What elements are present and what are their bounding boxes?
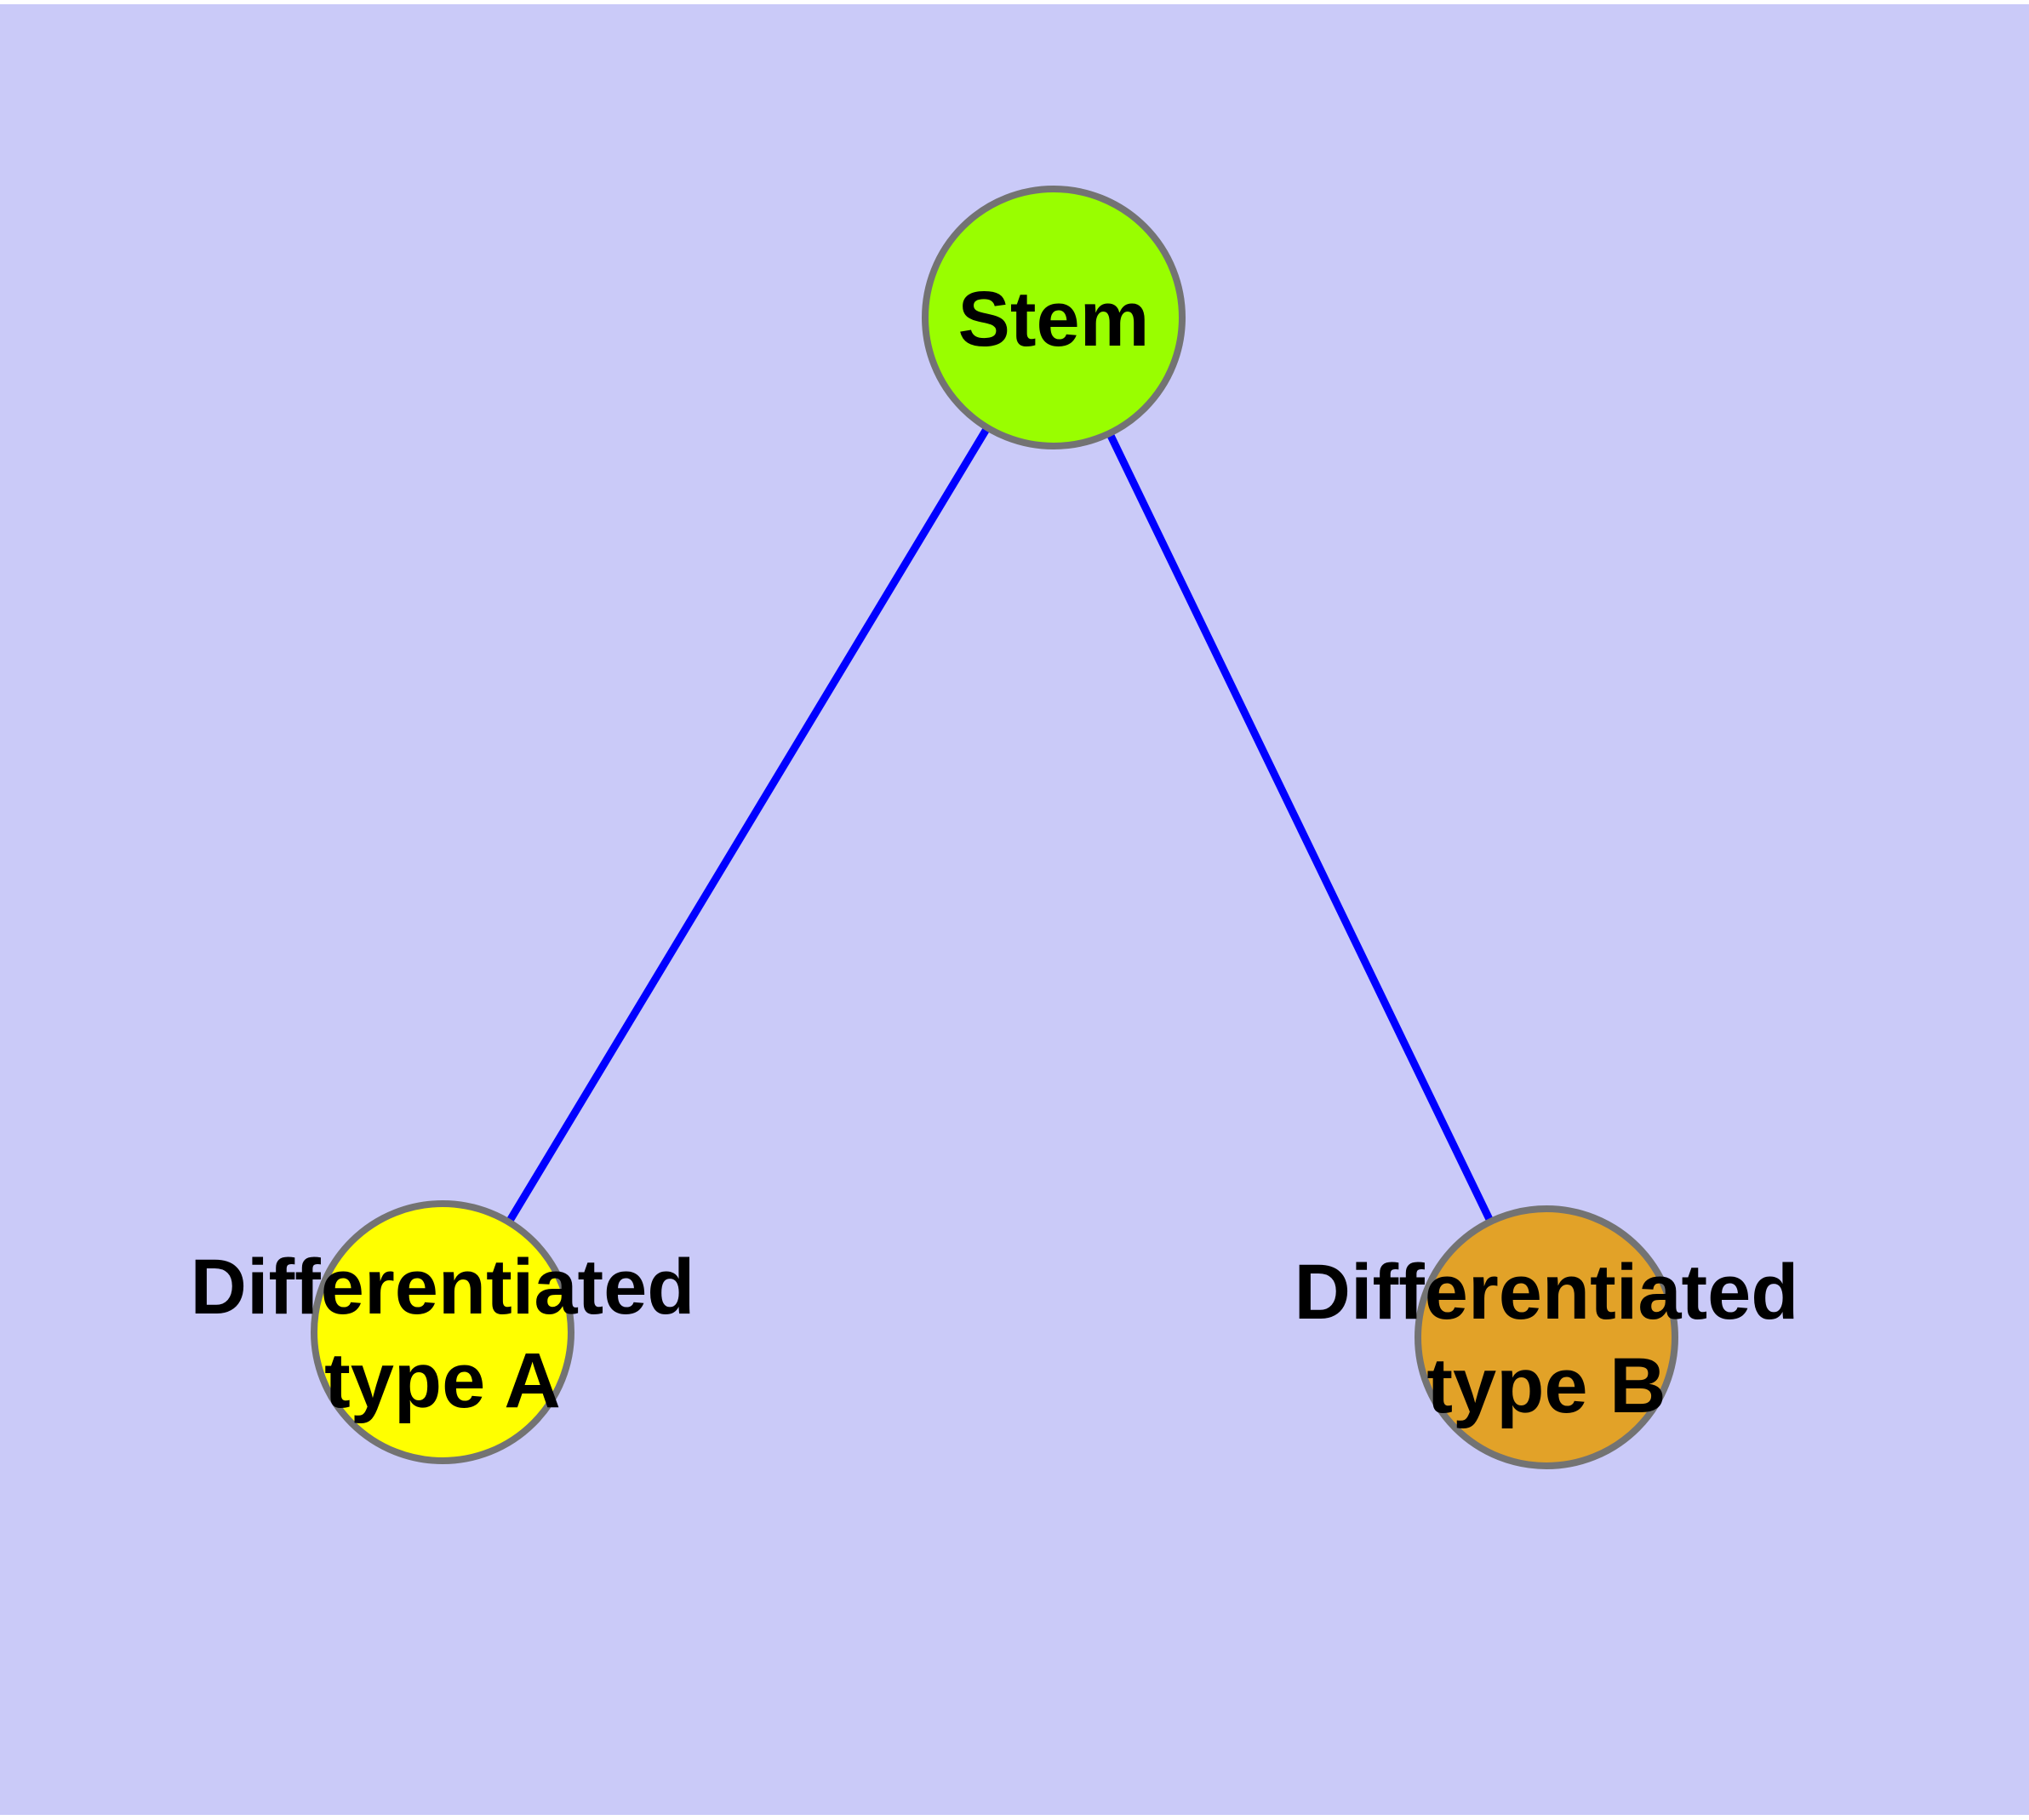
node-type-b-label-line2: type B xyxy=(1426,1342,1666,1429)
node-stem xyxy=(922,186,1186,449)
node-type-b-label-line1: Differentiated xyxy=(1295,1249,1799,1336)
node-stem-label: Stem xyxy=(958,276,1150,363)
node-type-a-label-line2: type A xyxy=(324,1337,561,1424)
edge-stem-to-type-b xyxy=(1049,316,1551,1339)
node-type-a-label-line1: Differentiated xyxy=(191,1244,695,1331)
edge-stem-to-type-a xyxy=(439,315,1057,1335)
node-type-a xyxy=(311,1200,574,1464)
node-type-b xyxy=(1415,1205,1678,1469)
